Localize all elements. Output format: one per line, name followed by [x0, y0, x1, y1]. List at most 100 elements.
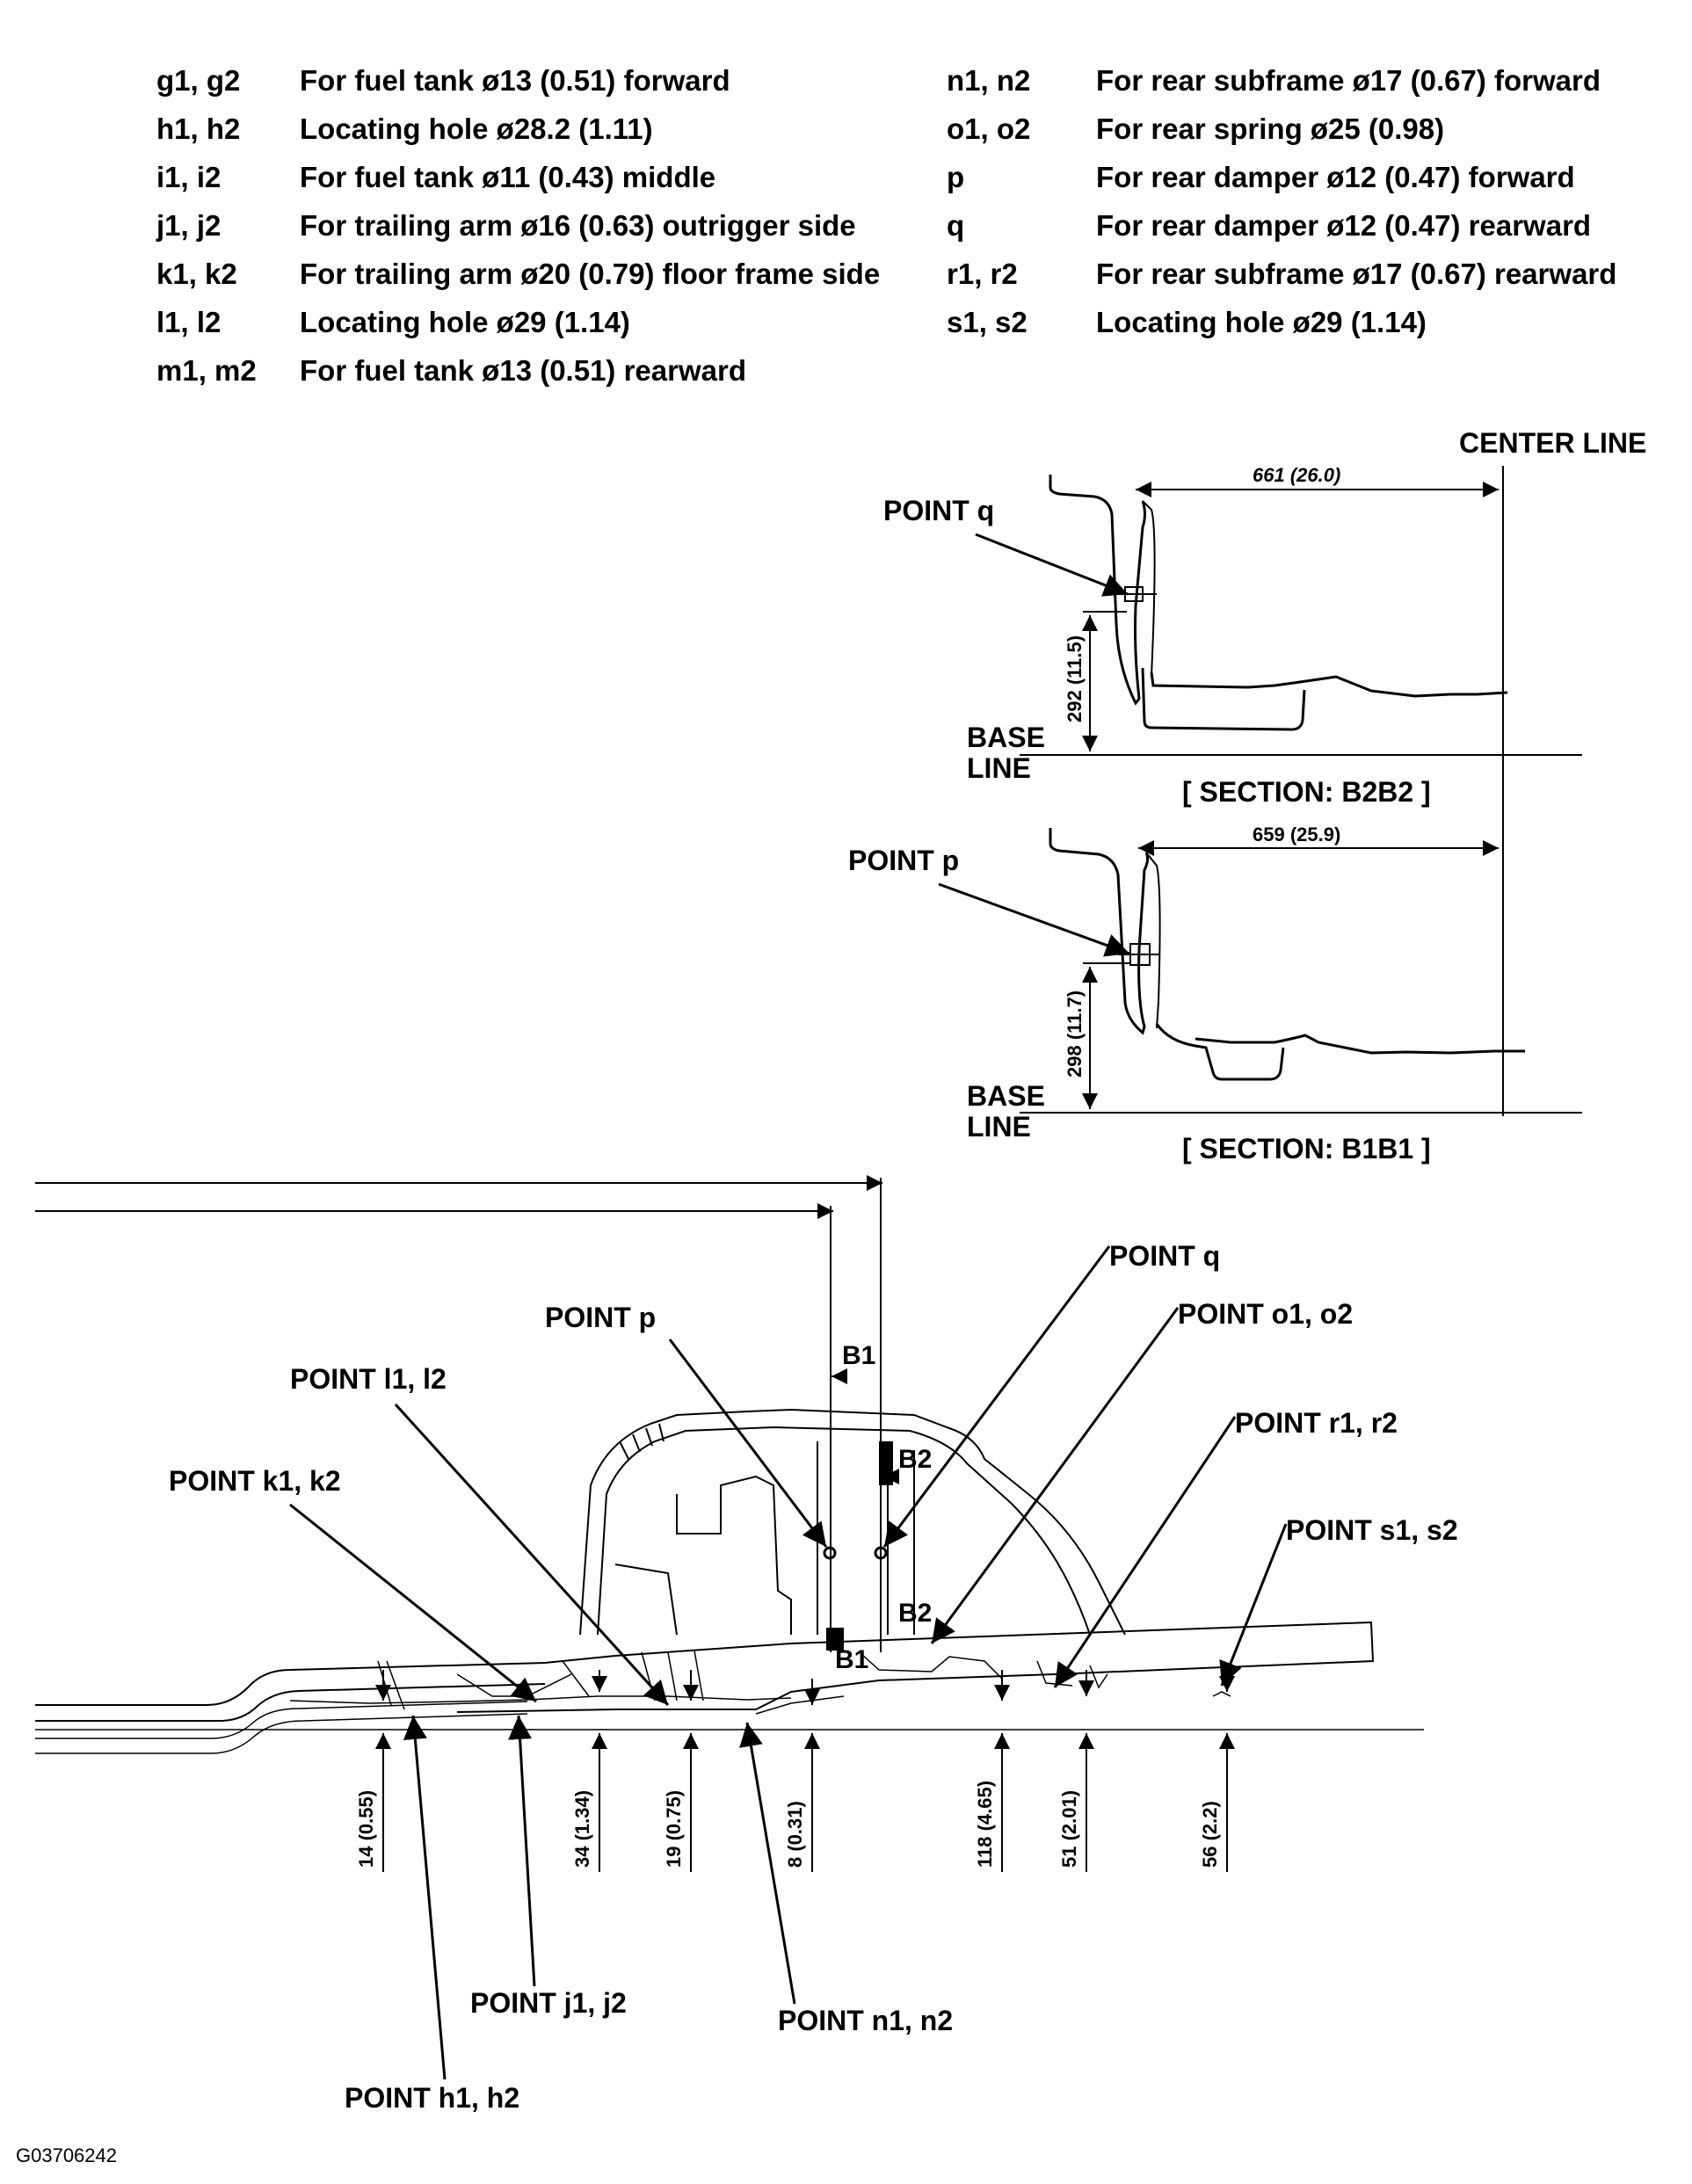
- center-line-label: CENTER LINE: [1459, 427, 1646, 459]
- leader-arrow: [975, 533, 1129, 597]
- section-title: [ SECTION: B1B1 ]: [1182, 1133, 1431, 1165]
- point-l-label: POINT l1, l2: [290, 1363, 447, 1395]
- legend-row: n1, n2 For rear subframe ø17 (0.67) forwa…: [947, 56, 1616, 105]
- point-k-label: POINT k1, k2: [169, 1465, 341, 1497]
- section-b2-drawing: CENTER LINE 661 (26.0) POINT q 292 (11.5…: [883, 427, 1646, 1116]
- leader-arrow: [394, 1403, 670, 1707]
- legend-code: j1, j2: [156, 209, 221, 242]
- point-h-label: POINT h1, h2: [345, 2082, 519, 2114]
- width-dimension-label: 661 (26.0): [1253, 464, 1340, 486]
- body-panel-outline: [1049, 828, 1150, 1035]
- legend-desc: For trailing arm ø20 (0.79) floor frame …: [300, 258, 881, 290]
- legend-desc: Locating hole ø29 (1.14): [300, 306, 630, 338]
- legend-row: q For rear damper ø12 (0.47) rearward: [947, 201, 1616, 250]
- width-dimension-label: 659 (25.9): [1253, 824, 1340, 845]
- frame-rail-outline: [35, 1621, 1375, 1713]
- base-label: BASE: [967, 1080, 1045, 1112]
- frame-rail-lower: [35, 1701, 528, 1739]
- leader-arrow: [508, 1715, 536, 1987]
- legend-desc: For fuel tank ø13 (0.51) rearward: [300, 354, 747, 387]
- legend-code: r1, r2: [947, 258, 1018, 290]
- leader-arrow: [938, 882, 1130, 957]
- legend-right: n1, n2 For rear subframe ø17 (0.67) forwa…: [947, 56, 1616, 346]
- point-q-label: POINT q: [883, 495, 994, 526]
- legend-desc: For trailing arm ø16 (0.63) outrigger si…: [300, 209, 856, 242]
- section-mark-b1: B1: [842, 1341, 875, 1370]
- height-dimension-label: 298 (11.7): [1064, 990, 1086, 1077]
- point-p-label: POINT p: [848, 845, 959, 876]
- point-r-label: POINT r1, r2: [1235, 1407, 1398, 1439]
- body-panel-outline: [1145, 852, 1161, 1029]
- frame-rail-lower: [35, 1683, 546, 1722]
- main-side-view: B1 B2 B2 B1 14 (0.55): [35, 1175, 1458, 2114]
- legend-desc: For rear spring ø25 (0.98): [1096, 112, 1445, 145]
- height-dimension-label: 19 (0.75): [663, 1790, 685, 1868]
- height-dimension-label: 34 (1.34): [571, 1790, 593, 1868]
- legend-code: l1, l2: [156, 306, 221, 338]
- legend-row: l1, l2 Locating hole ø29 (1.14): [156, 298, 880, 346]
- legend-row: h1, h2 Locating hole ø28.2 (1.11): [156, 105, 880, 153]
- floor-outline: [1150, 671, 1508, 698]
- wheel-housing-outline: [579, 1408, 1126, 1636]
- legend-row: j1, j2 For trailing arm ø16 (0.63) outrig…: [156, 201, 880, 250]
- legend-desc: Locating hole ø28.2 (1.11): [300, 112, 653, 145]
- figure-id: G03706242: [16, 2144, 117, 2166]
- floor-outline: [1195, 1034, 1525, 1055]
- legend-code: q: [947, 209, 965, 242]
- legend-left: g1, g2 For fuel tank ø13 (0.51) forward h…: [156, 56, 880, 395]
- legend-row: p For rear damper ø12 (0.47) forward: [947, 153, 1616, 201]
- legend-code: g1, g2: [156, 64, 241, 97]
- leader-arrow: [668, 1339, 828, 1548]
- point-o-label: POINT o1, o2: [1178, 1298, 1353, 1330]
- body-panel-outline: [1049, 475, 1146, 706]
- frame-detail: [755, 1691, 1231, 1715]
- legend-desc: For fuel tank ø11 (0.43) middle: [300, 161, 716, 193]
- legend-desc: Locating hole ø29 (1.14): [1096, 306, 1427, 338]
- section-b1-drawing: 659 (25.9) POINT p 298 (11.7) BASE LINE …: [848, 824, 1582, 1165]
- point-q-label: POINT q: [1109, 1240, 1220, 1272]
- height-dimension-label: 292 (11.5): [1064, 635, 1086, 722]
- point-j-label: POINT j1, j2: [470, 1987, 627, 2019]
- legend-code: m1, m2: [156, 354, 257, 387]
- legend-desc: For fuel tank ø13 (0.51) forward: [300, 64, 730, 97]
- point-n-label: POINT n1, n2: [778, 2005, 953, 2036]
- legend-row: o1, o2 For rear spring ø25 (0.98): [947, 105, 1616, 153]
- legend-desc: For rear subframe ø17 (0.67) forward: [1096, 64, 1601, 97]
- inner-panel: [614, 1564, 678, 1636]
- line-label: LINE: [967, 752, 1031, 784]
- leader-arrow: [739, 1722, 796, 2005]
- leader-arrow: [403, 1715, 447, 2080]
- legend-code: k1, k2: [156, 258, 237, 290]
- legend-code: p: [947, 161, 965, 193]
- height-dimension-label: 8 (0.31): [784, 1801, 806, 1868]
- legend-code: s1, s2: [947, 306, 1028, 338]
- housing-ribs: [619, 1423, 664, 1460]
- leader-arrow: [882, 1245, 1111, 1548]
- legend-row: g1, g2 For fuel tank ø13 (0.51) forward: [156, 56, 880, 105]
- base-label: BASE: [967, 722, 1045, 753]
- line-label: LINE: [967, 1111, 1031, 1143]
- section-mark-b2: B2: [898, 1445, 932, 1474]
- height-dimension-label: 14 (0.55): [355, 1790, 377, 1868]
- legend-code: o1, o2: [947, 112, 1031, 145]
- legend-row: m1, m2 For fuel tank ø13 (0.51) rearward: [156, 346, 880, 395]
- height-dimension-label: 118 (4.65): [974, 1781, 996, 1868]
- inner-panel: [676, 1475, 792, 1635]
- legend-code: n1, n2: [947, 64, 1031, 97]
- height-dimension-group: 14 (0.55) 34 (1.34) 19 (0.75) 8 (0.31) 1…: [355, 1665, 1235, 1872]
- floor-outline: [1141, 667, 1306, 731]
- floor-outline: [1155, 1023, 1285, 1081]
- legend-desc: For rear damper ø12 (0.47) forward: [1096, 161, 1575, 193]
- legend-code: h1, h2: [156, 112, 241, 145]
- legend-row: k1, k2 For trailing arm ø20 (0.79) floor …: [156, 250, 880, 298]
- point-s-label: POINT s1, s2: [1286, 1514, 1458, 1546]
- leader-arrow: [930, 1307, 1180, 1644]
- legend-desc: For rear damper ø12 (0.47) rearward: [1096, 209, 1592, 242]
- body-panel-outline: [1142, 500, 1156, 678]
- leader-arrow: [1053, 1416, 1237, 1688]
- section-title: [ SECTION: B2B2 ]: [1182, 776, 1431, 808]
- wheel-housing-inner: [597, 1426, 1091, 1636]
- frame-detail: [289, 1695, 792, 1704]
